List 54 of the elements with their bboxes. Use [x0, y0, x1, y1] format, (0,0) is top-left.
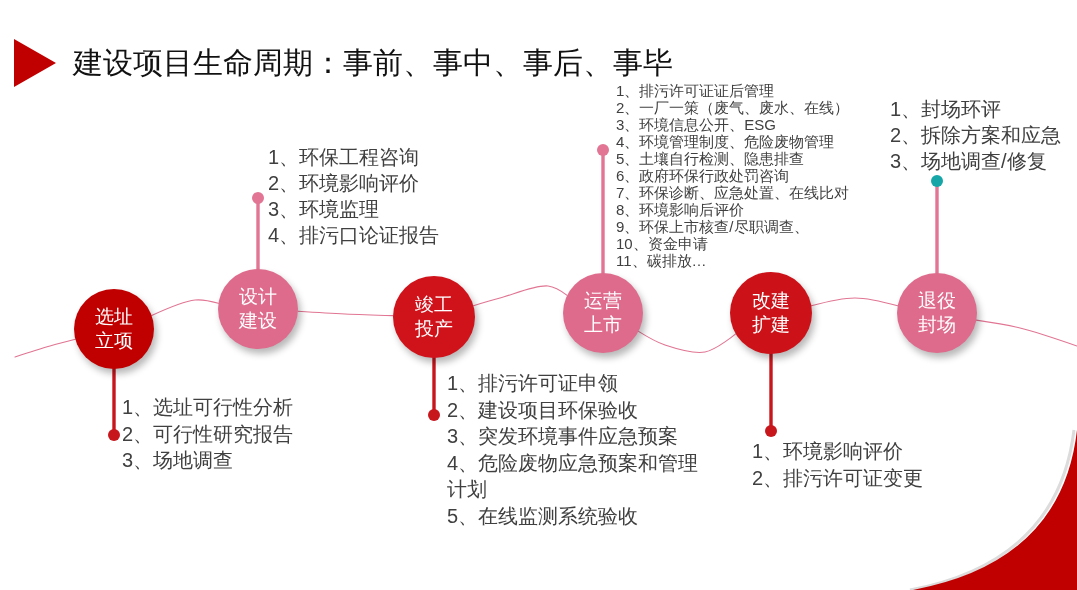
stage-label: 竣工投产 [415, 293, 453, 341]
stem-line [597, 144, 609, 275]
list-item: 1、封场环评 [890, 97, 1003, 122]
wave-line [810, 297, 899, 307]
stage-label: 选址立项 [95, 305, 133, 353]
list-item: 1、排污许可证申领 [447, 371, 620, 396]
list-item: 4、环境管理制度、危险废物管理 [616, 133, 836, 150]
stage-circle [393, 276, 475, 358]
list-item: 5、土壤自行检测、隐患排查 [616, 150, 806, 167]
list-item: 2、环境影响评价 [268, 171, 421, 196]
stage-label: 改建扩建 [752, 289, 790, 337]
wave-line [297, 310, 394, 317]
list-item: 2、可行性研究报告 [122, 421, 294, 447]
stage-label: 退役封场 [918, 289, 956, 337]
list-item: 2、拆除方案和应急 [890, 123, 1062, 148]
stage-label: 运营上市 [584, 289, 622, 337]
stage-circle [74, 289, 154, 369]
list-item: 1、环保工程咨询 [268, 145, 421, 170]
list-item: 3、突发环境事件应急预案 [447, 424, 680, 450]
list-item: 11、碳排放… [616, 252, 708, 269]
wave-line [472, 285, 568, 307]
list-item: 8、环境影响后评价 [616, 201, 746, 218]
list-item: 3、环境监理 [268, 197, 381, 222]
list-item: 3、环境信息公开、ESG [616, 116, 778, 133]
list-item: 4、排污口论证报告 [268, 223, 440, 248]
page-title: 建设项目生命周期：事前、事中、事后、事毕 [73, 47, 673, 79]
wave-line [975, 319, 1077, 347]
stem-line [931, 175, 943, 275]
list-item: 5、在线监测系统验收 [447, 503, 640, 529]
list-item: 6、政府环保行政处罚咨询 [616, 167, 791, 184]
stage-circle [730, 272, 812, 354]
wave-line [14, 338, 76, 358]
list-item: 2、排污许可证变更 [752, 466, 924, 491]
list-item: 3、场地调查 [122, 448, 235, 473]
stem-line [252, 192, 264, 271]
stage-circle [563, 273, 643, 353]
stem-line [428, 356, 440, 421]
stage-label: 设计建设 [239, 285, 277, 333]
wave-line [151, 299, 219, 317]
list-item: 3、场地调查/修复 [890, 149, 1048, 174]
list-item: 10、资金申请 [616, 235, 709, 252]
stem-line [108, 367, 120, 441]
list-item: 4、危险废物应急预案和管理计划 [447, 450, 700, 503]
stage-circle [897, 273, 977, 353]
list-item: 2、一厂一策（废气、废水、在线） [616, 99, 850, 116]
stem-line [765, 352, 777, 437]
list-item: 7、环保诊断、应急处置、在线比对 [616, 184, 850, 201]
wave-line [638, 330, 737, 354]
list-item: 1、排污许可证证后管理 [616, 82, 776, 99]
list-item: 1、选址可行性分析 [122, 395, 294, 420]
list-item: 9、环保上市核查/尽职调查、 [616, 218, 810, 235]
list-item: 2、建设项目环保验收 [447, 397, 640, 423]
stage-circle [218, 269, 298, 349]
list-item: 1、环境影响评价 [752, 439, 905, 464]
